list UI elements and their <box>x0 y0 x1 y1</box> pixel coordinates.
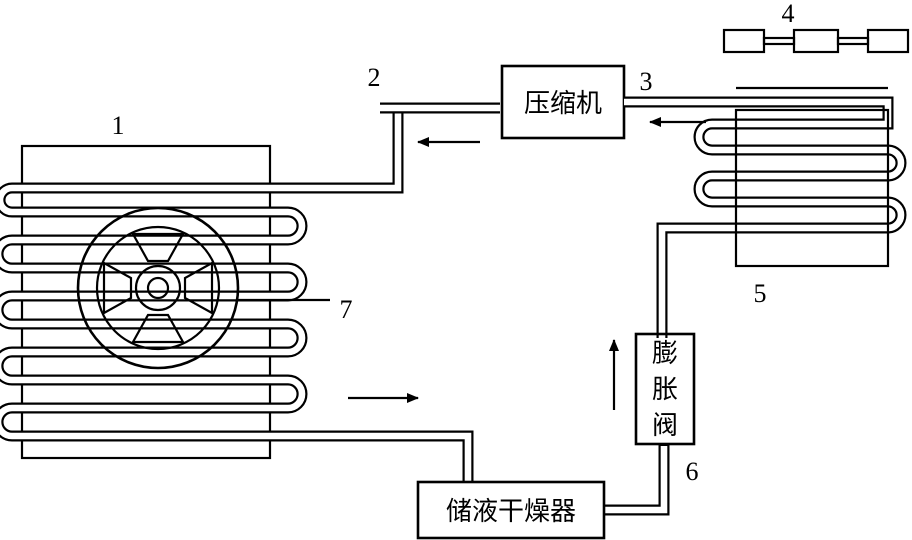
receiver-dryer-label: 储液干燥器 <box>446 497 576 527</box>
compressor-label: 压缩机 <box>524 89 602 119</box>
condenser-fan <box>76 206 240 370</box>
compressor: 压缩机 <box>500 64 626 140</box>
expansion-valve-char-1: 膨 <box>652 339 678 369</box>
expansion-valve-char-2: 胀 <box>652 375 678 405</box>
liquid-pipe <box>600 444 670 516</box>
condenser <box>0 102 474 482</box>
evaporator-blower <box>722 28 910 54</box>
callout-2: 2 <box>368 63 381 92</box>
callout-6: 6 <box>686 457 699 486</box>
fan-blade-right <box>183 261 214 315</box>
receiver-dryer-box <box>416 480 606 540</box>
callout-7: 7 <box>340 295 353 324</box>
callout-1: 1 <box>112 111 125 140</box>
expansion-valve: 膨 胀 阀 <box>634 332 696 446</box>
receiver-dryer: 储液干燥器 <box>416 480 606 540</box>
callout-3: 3 <box>640 67 653 96</box>
fan-hub-inner <box>146 276 170 300</box>
condenser-frame <box>20 144 272 460</box>
fan-hub-outer <box>134 264 182 312</box>
fan-blade-bottom <box>131 313 185 344</box>
fan-blade-left <box>102 261 133 315</box>
expansion-valve-char-3: 阀 <box>652 411 678 441</box>
callout-5: 5 <box>754 279 767 308</box>
fan-blade-top <box>131 232 185 263</box>
callout-4: 4 <box>782 0 795 28</box>
evaporator-frame <box>734 108 890 268</box>
